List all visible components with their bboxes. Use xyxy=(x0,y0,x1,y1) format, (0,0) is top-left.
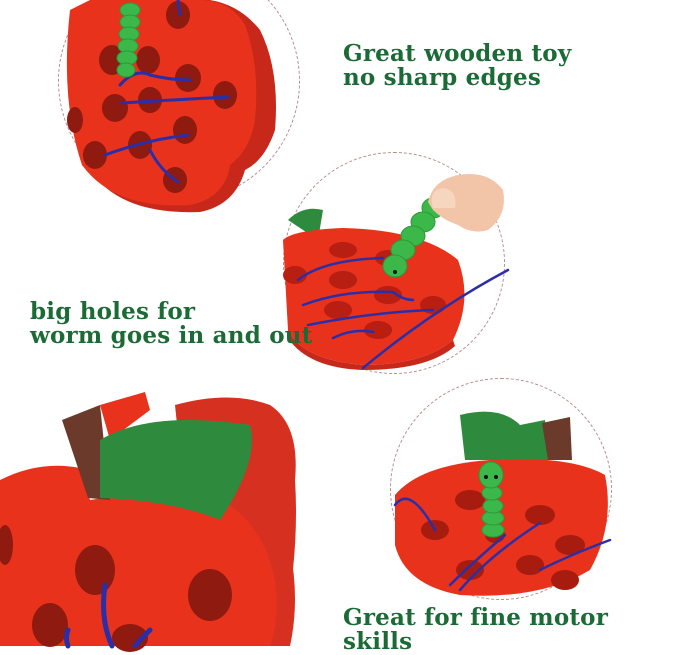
caption-fine-motor-skills: Great for fine motor skills xyxy=(343,604,679,655)
caption-big-holes: big holes for worm goes in and out xyxy=(30,298,313,350)
caption-line: Great wooden toy xyxy=(343,40,572,67)
apple-toy-hand-worm-image xyxy=(283,174,510,370)
apple-toy-worm-standing-image xyxy=(393,411,612,596)
caption-great-wooden-toy: Great wooden toy no sharp edges xyxy=(343,40,572,92)
apple-toy-closeup-top-image xyxy=(66,0,277,213)
caption-line: Great for fine motor skills xyxy=(343,604,609,655)
apple-toy-large-image xyxy=(0,392,296,652)
dashed-frame-bottom xyxy=(390,378,612,600)
caption-line: no sharp edges xyxy=(343,64,542,92)
caption-line: big holes for xyxy=(30,298,196,325)
dashed-frame-middle xyxy=(283,152,505,374)
caption-line: worm goes in and out xyxy=(30,322,313,350)
